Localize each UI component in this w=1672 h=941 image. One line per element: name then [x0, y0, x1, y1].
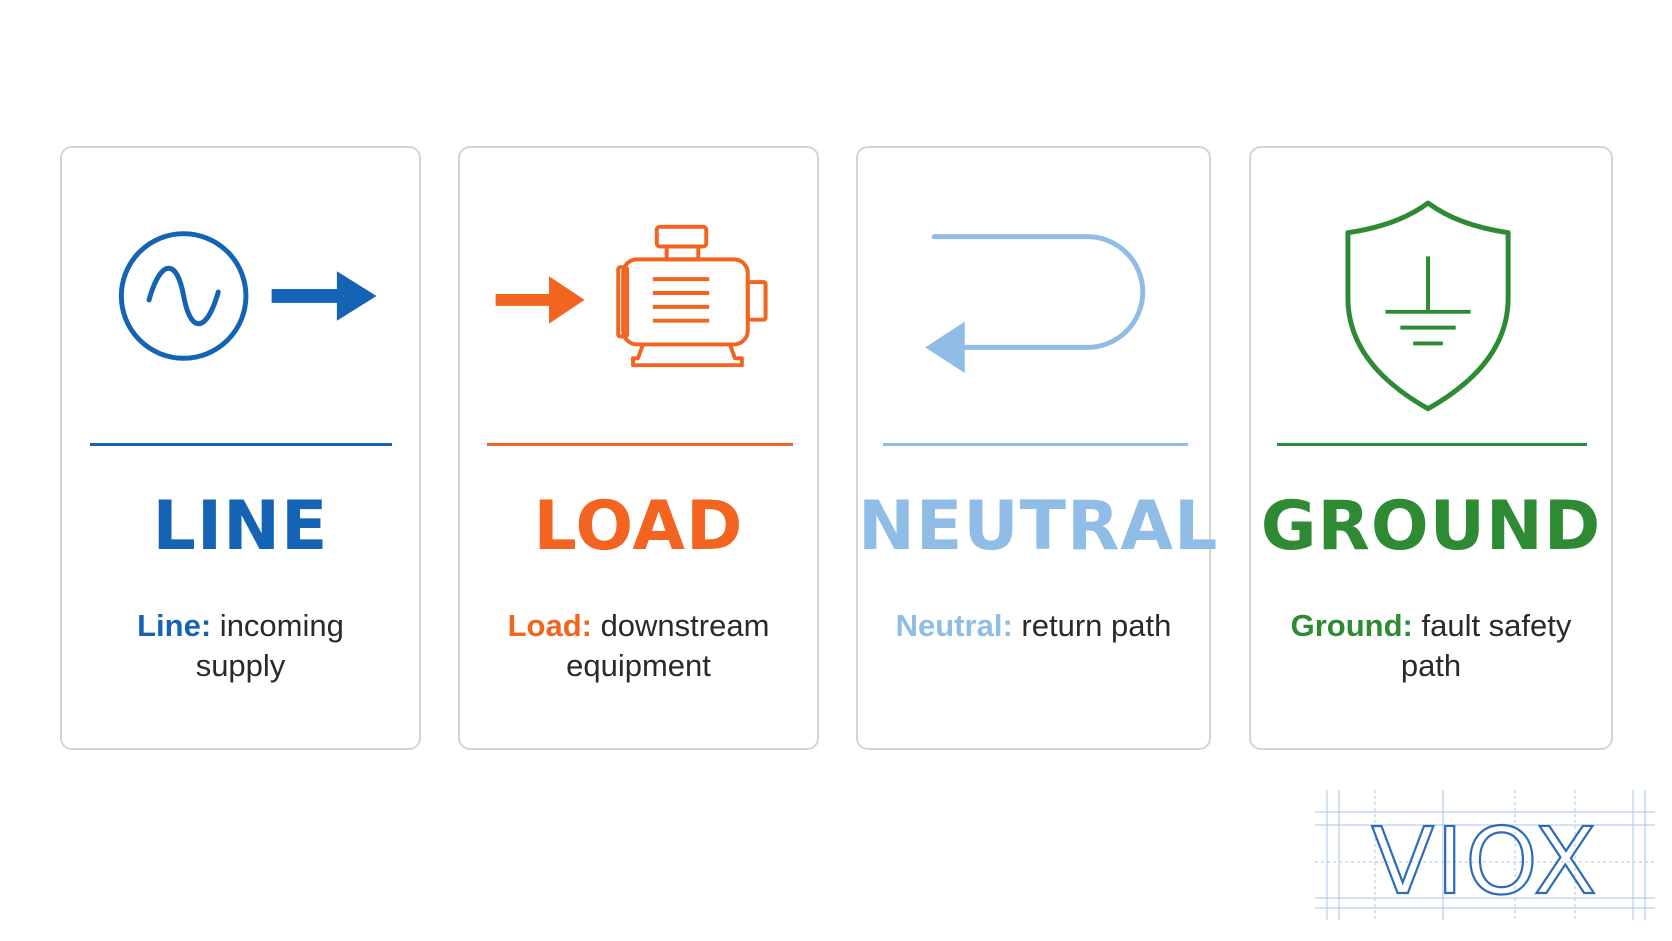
- ac-source-arrow-icon: [62, 148, 419, 438]
- viox-logo-text: VIOX: [1371, 808, 1599, 915]
- neutral-title: NEUTRAL: [858, 487, 1219, 566]
- neutral-card: NEUTRAL Neutral: return path: [856, 146, 1219, 750]
- load-divider: [487, 443, 793, 446]
- line-description-text: incoming supply: [195, 608, 344, 684]
- load-title: LOAD: [533, 487, 744, 566]
- viox-logo: VIOX: [1315, 790, 1655, 920]
- line-divider: [90, 443, 392, 446]
- line-card: LINE Line: incoming supply: [60, 146, 421, 750]
- neutral-description: Neutral: return path: [888, 606, 1179, 646]
- load-description-text: downstream equipment: [566, 608, 770, 684]
- ground-description-text: fault safety path: [1400, 608, 1572, 684]
- ground-title: GROUND: [1260, 487, 1602, 566]
- ground-divider: [1277, 443, 1587, 446]
- neutral-term: Neutral:: [895, 608, 1013, 643]
- load-card: LOAD Load: downstream equipment: [458, 146, 819, 750]
- motor-icon: [460, 148, 817, 438]
- load-description: Load: downstream equipment: [490, 606, 787, 687]
- ground-term: Ground:: [1290, 608, 1413, 643]
- line-title: LINE: [152, 487, 329, 566]
- neutral-divider: [883, 443, 1188, 446]
- ground-description: Ground: fault safety path: [1281, 606, 1581, 687]
- ground-card: GROUND Ground: fault safety path: [1249, 146, 1613, 750]
- neutral-description-text: return path: [1012, 608, 1172, 643]
- line-description: Line: incoming supply: [92, 606, 389, 687]
- return-arrow-icon: [858, 148, 1209, 438]
- load-term: Load:: [507, 608, 592, 643]
- ground-shield-icon: [1251, 148, 1611, 438]
- line-term: Line:: [137, 608, 212, 643]
